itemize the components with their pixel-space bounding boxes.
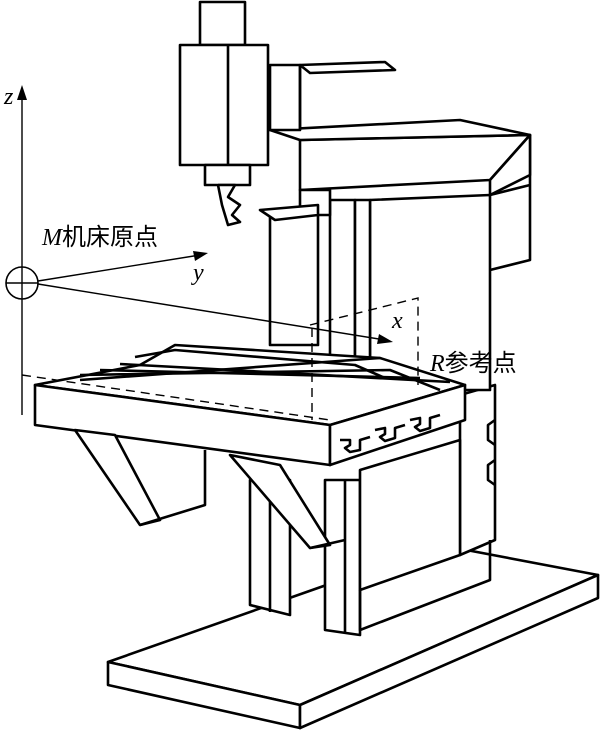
x-axis-line [37, 283, 386, 341]
column [268, 135, 532, 392]
machine-origin-label: M机床原点 [42, 217, 158, 252]
z-arrowhead [17, 85, 27, 100]
spindle-head [178, 0, 270, 227]
x-arrowhead [377, 334, 393, 344]
y-arrowhead [193, 251, 208, 261]
overarm [258, 60, 532, 222]
y-axis-line [37, 254, 201, 282]
machine-origin-text: 机床原点 [62, 223, 158, 251]
machine-origin-letter: M [42, 225, 62, 251]
reference-point-label: R参考点 [430, 343, 517, 378]
x-axis-label: x [392, 308, 403, 334]
z-axis-label: z [4, 84, 14, 110]
reference-point-text: 参考点 [444, 349, 517, 377]
y-axis-label: y [193, 260, 204, 286]
work-table [33, 343, 467, 550]
coordinate-axes [5, 85, 419, 421]
reference-point-letter: R [430, 351, 445, 377]
knee-column [248, 383, 497, 637]
